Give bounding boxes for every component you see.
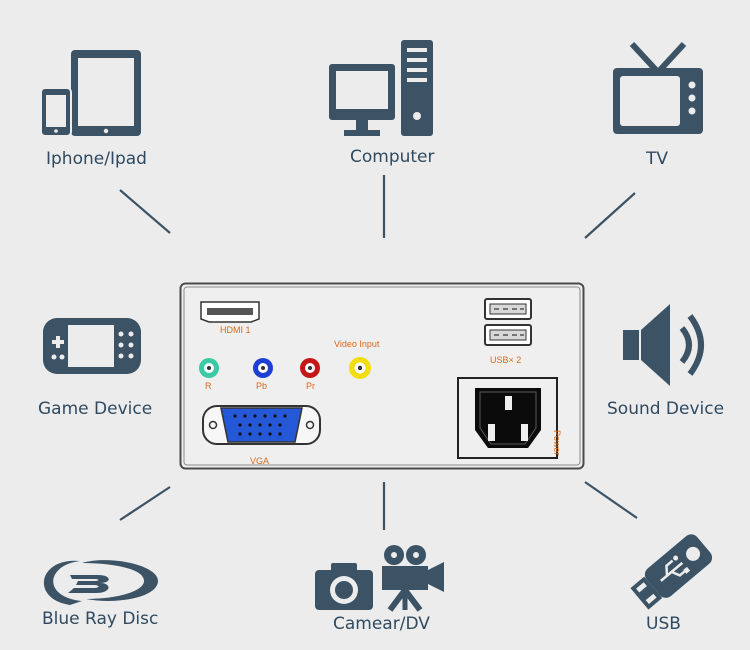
device-label-usb: USB xyxy=(646,614,681,634)
vga-label: VGA xyxy=(250,456,270,466)
pr-label: Pr xyxy=(306,381,315,391)
usb-port-bottom xyxy=(484,324,532,346)
hdmi-label: HDMI 1 xyxy=(220,325,251,335)
connector-line xyxy=(584,481,638,519)
device-label-sound-device: Sound Device xyxy=(607,399,725,419)
vga-port xyxy=(202,405,321,445)
device-label-computer: Computer xyxy=(350,147,435,167)
tv-icon xyxy=(613,41,703,134)
speaker-icon xyxy=(623,304,704,386)
connector-panel xyxy=(179,282,585,470)
connector-line xyxy=(584,192,636,239)
connector-line xyxy=(119,189,171,234)
gamepad-icon xyxy=(43,318,141,374)
device-label-tv: TV xyxy=(646,149,669,169)
rca-port-r xyxy=(199,358,219,378)
usb-count-label: USB× 2 xyxy=(490,355,522,365)
device-label-blu-ray: Blue Ray Disc xyxy=(42,609,159,629)
device-label-iphone-ipad: Iphone/Ipad xyxy=(46,149,147,169)
usb-stick-icon xyxy=(630,534,713,610)
video-input-label: Video Input xyxy=(334,339,380,349)
device-label-game-device: Game Device xyxy=(38,399,153,419)
blu-ray-icon xyxy=(43,560,158,605)
rca-port-pb xyxy=(253,358,273,378)
device-label-camera-dv: Camear/DV xyxy=(333,614,430,634)
computer-icon xyxy=(329,40,433,136)
usb-port-top xyxy=(484,298,532,320)
power-label: Power xyxy=(552,430,562,456)
power-socket xyxy=(457,377,558,459)
rca-port-pr xyxy=(300,358,320,378)
video-camera-icon xyxy=(382,545,444,612)
hdmi-port xyxy=(200,301,260,323)
pb-label: Pb xyxy=(256,381,268,391)
rca-port-video xyxy=(349,357,371,379)
r-label: R xyxy=(205,381,212,391)
camera-icon xyxy=(315,563,373,610)
tablet-phone-icon xyxy=(40,50,141,137)
connector-line xyxy=(119,486,171,521)
